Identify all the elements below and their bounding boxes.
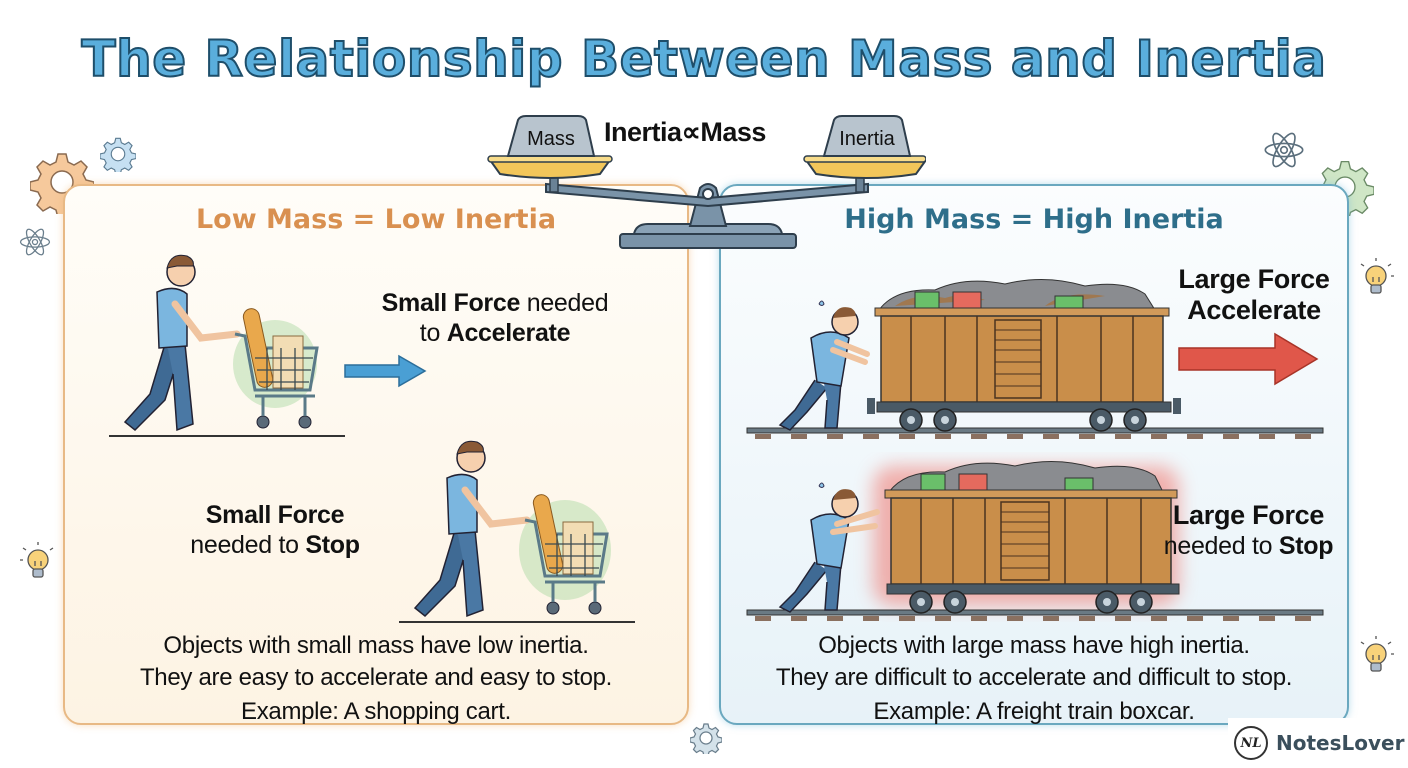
- proportionality-formula: Inertia∝Mass: [604, 117, 766, 147]
- mass-weight-label: Mass: [527, 128, 575, 150]
- small-force-accelerate-label: Small Force needed to Accelerate: [381, 289, 609, 347]
- inertia-weight-label: Inertia: [839, 128, 895, 150]
- balance-scale-icon: Mass Inertia: [487, 115, 926, 249]
- lightbulb-icon: [20, 542, 54, 578]
- atom-icon: [19, 228, 51, 256]
- low-mass-caption: Objects with small mass have low inertia…: [139, 632, 613, 725]
- low-mass-panel: Low Mass = Low Inertia Small Force neede…: [63, 184, 689, 725]
- person-stopping-cart-illustration: [399, 440, 635, 623]
- small-force-arrow-icon: [344, 354, 427, 388]
- large-force-accelerate-label: Large Force Accelerate: [1178, 264, 1330, 325]
- high-mass-heading: High Mass = High Inertia: [844, 204, 1224, 235]
- gear-icon: [690, 723, 722, 754]
- low-mass-heading: Low Mass = Low Inertia: [195, 204, 557, 235]
- small-force-stop-label: Small Force needed to Stop: [190, 501, 360, 559]
- noteslover-logo: NL NotesLover: [1228, 718, 1408, 768]
- large-force-arrow-icon: [1178, 332, 1319, 386]
- person-stopping-boxcar-illustration: [746, 461, 1324, 621]
- brand-name: NotesLover: [1276, 731, 1405, 755]
- lightbulb-icon: [1360, 258, 1394, 294]
- person-pushing-boxcar-illustration: [746, 279, 1324, 439]
- person-pushing-cart-illustration: [109, 254, 345, 437]
- logo-mark-icon: NL: [1234, 726, 1268, 760]
- atom-icon: [1264, 132, 1304, 168]
- high-mass-caption: Objects with large mass have high inerti…: [775, 632, 1293, 725]
- lightbulb-icon: [1360, 636, 1394, 672]
- page-title: The Relationship Between Mass and Inerti…: [81, 29, 1327, 89]
- gear-icon: [100, 137, 136, 172]
- high-mass-panel: High Mass = High Inertia: [719, 184, 1349, 725]
- large-force-stop-label: Large Force needed to Stop: [1163, 500, 1334, 560]
